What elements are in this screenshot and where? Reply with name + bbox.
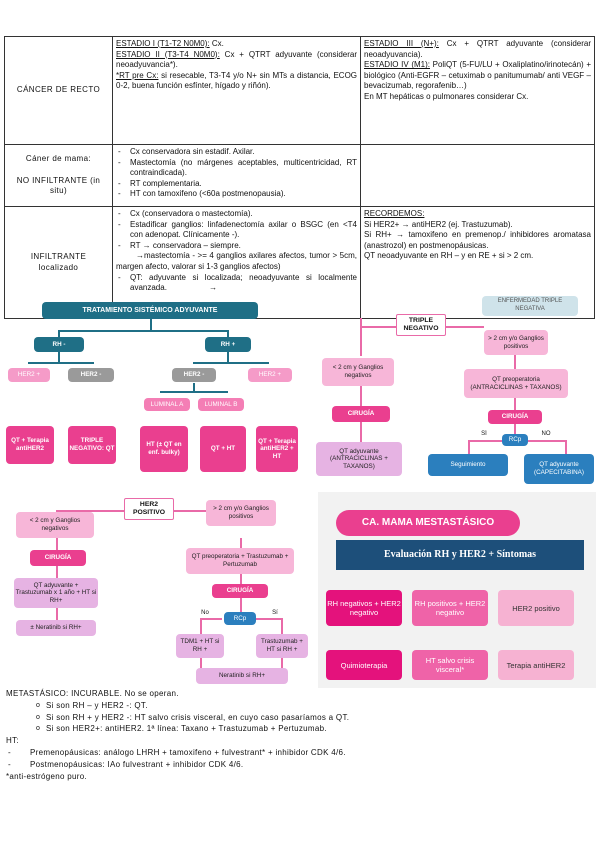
triple-qt-adj: QT adyuvante (ANTRACICLINAS + TAXANOS): [316, 442, 402, 476]
her2-cirugia-r: CIRUGÍA: [212, 584, 268, 598]
list-item: QT: adyuvante si localizada; neoadyuvant…: [116, 273, 357, 294]
metastasico-c1: RH negativos + HER2 negativo: [326, 590, 402, 626]
her2-no-label: No: [201, 609, 209, 616]
list-item: Si son RH – y HER2 -: QT.: [6, 700, 594, 712]
rt-mastectomia-text: →mastectomía - >= 4 ganglios axilares af…: [116, 251, 357, 271]
her2-big-box: > 2 cm y/o Ganglios positivos: [206, 500, 276, 526]
leaf-qt-ht: QT + HT: [200, 426, 246, 472]
her2-box: HER2 -: [68, 368, 114, 382]
metastasico-eval: Evaluación RH y HER2 + Síntomas: [336, 540, 584, 570]
triple-si-label: SÍ: [481, 430, 487, 437]
infiltrante-list: Cx (conservadora o mastectomía). Estadif…: [112, 206, 361, 319]
leaf-triple-neg: TRIPLE NEGATIVO: QT: [68, 426, 116, 464]
no-infiltrante-list: Cx conservadora sin estadif. Axilar. Mas…: [112, 144, 361, 207]
triple-cirugia-r: CIRUGÍA: [488, 410, 542, 424]
list-item: RT → conservadora – siempre.: [116, 241, 357, 252]
triple-big-box: > 2 cm y/o Ganglios positivos: [484, 330, 548, 355]
list-item: Mastectomía (no márgenes aceptables, mul…: [116, 158, 357, 179]
leaf-ht: HT (± QT en enf. bulky): [140, 426, 188, 472]
triple-title: TRIPLE NEGATIVO: [396, 314, 446, 336]
metastasico-r1: Quimioterapia: [326, 650, 402, 680]
her2-tdm1: TDM1 + HT si RH +: [176, 634, 224, 658]
her2-qt-adj: QT adyuvante + Trastuzumab x 1 año + HT …: [14, 578, 98, 608]
her2-title: HER2 POSITIVO: [124, 498, 174, 520]
row-label-no-infiltrante: Cáner de mama:NO INFILTRANTE (in situ): [4, 144, 113, 207]
list-item: Cx conservadora sin estadif. Axilar.: [116, 147, 357, 158]
her2-qt-pre: QT preoperatoria + Trastuzumab + Pertuzu…: [186, 548, 294, 574]
luminal-b-box: LUMINAL B: [198, 398, 244, 411]
her2-cirugia-l: CIRUGÍA: [30, 550, 86, 566]
metastasico-c3: HER2 positivo: [498, 590, 574, 626]
triple-qt-pre: QT preoperatoria (ANTRACICLINAS + TAXANO…: [464, 369, 568, 398]
her2-neratinib-l: ± Neratinib si RH+: [16, 620, 96, 636]
list-item: Si son HER2+: antiHER2. 1ª línea: Taxano…: [6, 723, 594, 735]
metastasico-notes: METASTÁSICO: INCURABLE. No se operan. Si…: [6, 688, 594, 782]
metastasico-r2: HT salvo crisis visceral*: [412, 650, 488, 680]
rh-pos-box: RH +: [205, 337, 251, 352]
leaf-antiher2: QT + Terapia antiHER2: [6, 426, 54, 464]
list-item: RT complementaria.: [116, 179, 357, 190]
her2-neratinib-r: Neratinib si RH+: [196, 668, 288, 684]
triple-small-box: < 2 cm y Ganglios negativos: [322, 358, 394, 386]
triple-no-label: NO: [541, 430, 551, 437]
her2-rcp: RCp: [224, 612, 256, 625]
list-item: Si son RH + y HER2 -: HT salvo crisis vi…: [6, 712, 594, 724]
list-item: Premenopáusicas: análogo LHRH + tamoxife…: [6, 747, 594, 759]
rh-neg-box: RH -: [34, 337, 84, 352]
list-item: HT con tamoxifeno (<60a postmenopausia).: [116, 189, 357, 200]
luminal-a-box: LUMINAL A: [144, 398, 190, 411]
triple-rcp: RCp: [502, 434, 528, 446]
her2-si-label: Sí: [272, 609, 278, 616]
triple-seguimiento: Seguimiento: [428, 454, 508, 476]
leaf-qt-antiher2-ht: QT + Terapia antiHER2 + HT: [256, 426, 298, 472]
triple-header: ENFERMEDAD TRIPLE NEGATIVA: [482, 296, 578, 316]
list-item: Postmenopáusicas: IAo fulvestrant + inhi…: [6, 759, 594, 771]
recto-estadios-1-2: ESTADIO I (T1-T2 N0M0): Cx. ESTADIO II (…: [112, 36, 361, 145]
her2-box: HER2 -: [172, 368, 216, 382]
row-label-recto: CÁNCER DE RECTO: [4, 36, 113, 145]
empty-cell: [360, 144, 595, 207]
triple-capecitabina: QT adyuvante (CAPECITABINA): [524, 454, 594, 484]
metastasico-c2: RH positivos + HER2 negativo: [412, 590, 488, 626]
her2-pos-box: HER2 +: [248, 368, 292, 382]
recto-estadios-3-4: ESTADIO III (N+): Cx + QTRT adyuvante (c…: [360, 36, 595, 145]
list-item: Cx (conservadora o mastectomía).: [116, 209, 357, 220]
list-item: Estadificar ganglios: linfadenectomía ax…: [116, 220, 357, 241]
metastasico-r3: Terapia antiHER2: [498, 650, 574, 680]
her2-neg-box: HER2 +: [8, 368, 50, 382]
her2-trastuzumab: Trastuzumab + HT si RH +: [256, 634, 308, 658]
metastasico-title: CA. MAMA MESTASTÁSICO: [336, 510, 520, 536]
her2-small-box: < 2 cm y Ganglios negativos: [16, 512, 94, 538]
treatment-table: CÁNCER DE RECTO ESTADIO I (T1-T2 N0M0): …: [4, 36, 595, 319]
adyuvante-title: TRATAMIENTO SISTÉMICO ADYUVANTE: [42, 302, 258, 319]
triple-cirugia-l: CIRUGÍA: [332, 406, 390, 422]
